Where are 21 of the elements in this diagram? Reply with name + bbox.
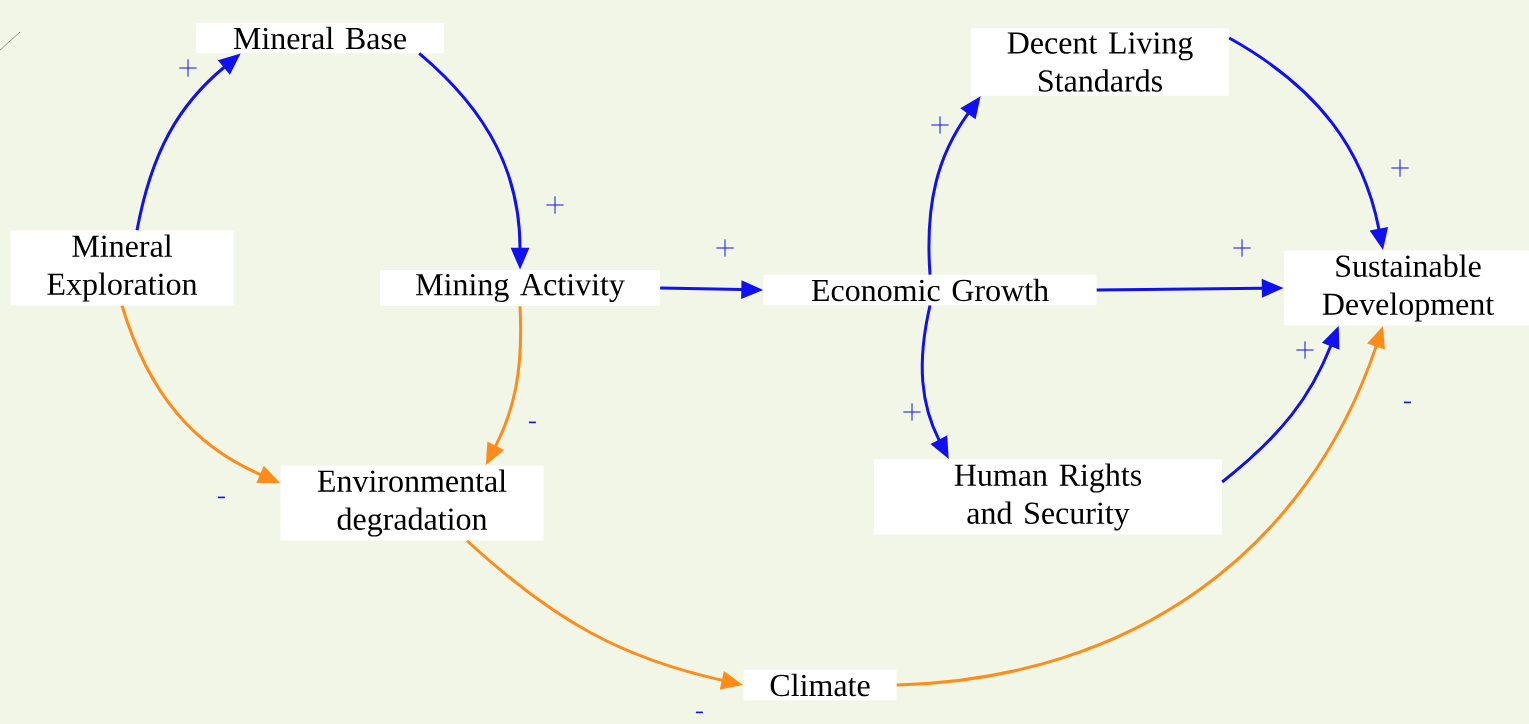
polarity-sign: - (695, 711, 703, 714)
polarity-sign: + (1233, 239, 1251, 257)
variable-box: Mineral Base (196, 22, 444, 54)
polarity-sign: - (217, 496, 225, 499)
polarity-sign: - (528, 421, 536, 424)
polarity-sign: + (716, 239, 734, 257)
polarity-sign: - (1403, 401, 1411, 404)
polarity-sign: + (1391, 159, 1409, 177)
polarity-sign: + (546, 196, 564, 214)
polarity-sign: + (931, 116, 949, 134)
variable-box: Economic Growth (763, 274, 1097, 306)
variable-box: Climate (743, 669, 897, 701)
variable-box: Mining Activity (380, 269, 660, 307)
variable-box: Mineral Exploration (10, 230, 234, 306)
polarity-sign: + (903, 403, 921, 421)
polarity-sign: + (179, 59, 197, 77)
variable-box: Human Rights and Security (874, 459, 1222, 535)
polarity-sign: + (1296, 341, 1314, 359)
variable-box: Sustainable Development (1284, 250, 1529, 326)
variable-box: Decent Living Standards (971, 28, 1229, 96)
variable-box: Environmental degradation (280, 465, 544, 541)
